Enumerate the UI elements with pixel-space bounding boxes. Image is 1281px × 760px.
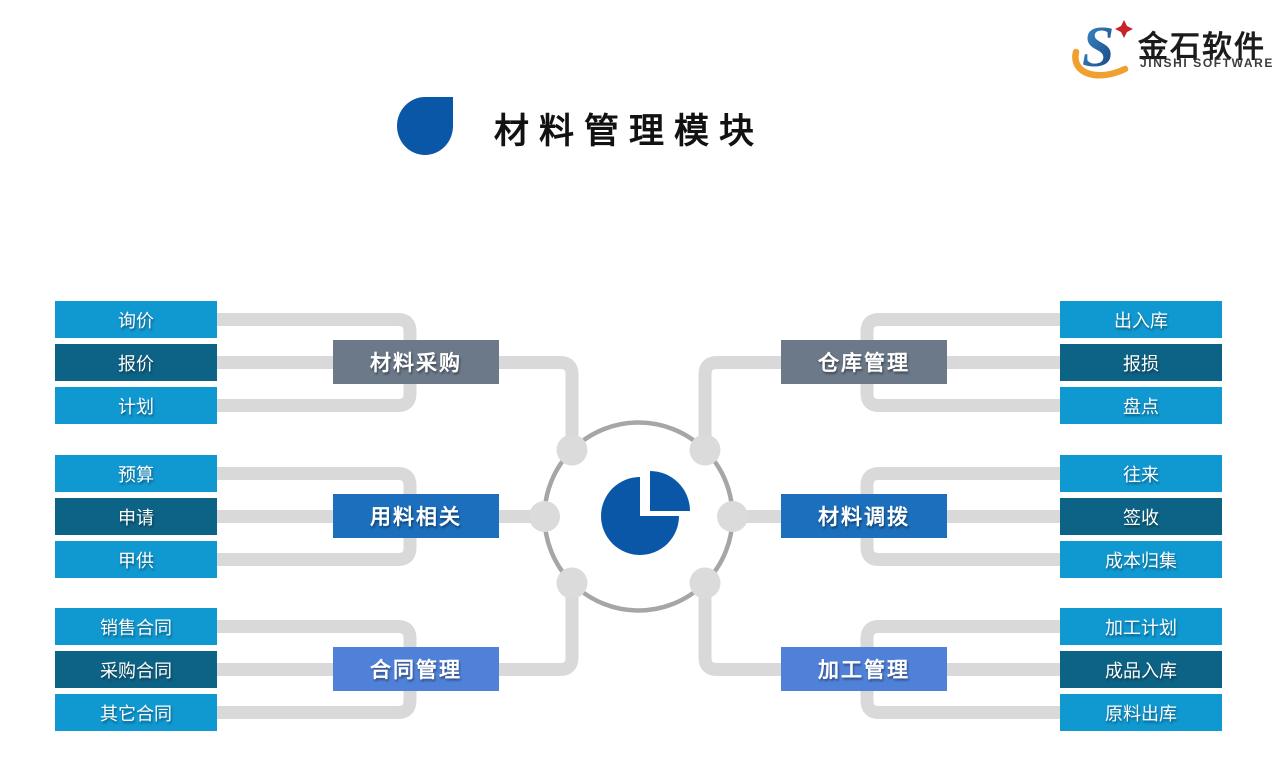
- logo-star-icon: [1115, 20, 1133, 38]
- item-inquiry: 询价: [55, 301, 217, 338]
- category-contract-management: 合同管理: [333, 647, 499, 691]
- item-budget: 预算: [55, 455, 217, 492]
- title-bullet-icon: [397, 97, 453, 155]
- item-damage-report: 报损: [1060, 344, 1222, 381]
- hub-node-dot: [689, 434, 721, 466]
- brand-name-cn: 金石软件: [1138, 31, 1266, 64]
- item-sign-receipt: 签收: [1060, 498, 1222, 535]
- brand-name-en: JINSHI SOFTWARE: [1140, 56, 1275, 70]
- category-material-procurement: 材料采购: [333, 340, 499, 384]
- item-inbound-outbound: 出入库: [1060, 301, 1222, 338]
- category-material-usage: 用料相关: [333, 494, 499, 538]
- item-owner-supplied: 甲供: [55, 541, 217, 578]
- hub-node-dot: [529, 501, 560, 532]
- jinshi-logo-icon: S: [1072, 14, 1133, 79]
- category-processing-management: 加工管理: [781, 647, 947, 691]
- hub-node-dot: [556, 567, 588, 599]
- hub-link: [498, 356, 579, 450]
- page-title: 材料管理模块: [494, 112, 765, 151]
- hub-link: [698, 583, 779, 676]
- item-stocktaking: 盘点: [1060, 387, 1222, 424]
- hub-link: [498, 583, 579, 676]
- hub-node-dot: [689, 567, 721, 599]
- brand-logo: S 金石软件 JINSHI SOFTWARE: [1072, 12, 1272, 84]
- item-purchase-contract: 采购合同: [55, 651, 217, 688]
- item-sales-contract: 销售合同: [55, 608, 217, 645]
- item-plan: 计划: [55, 387, 217, 424]
- logo-swoosh-icon: [1072, 48, 1129, 79]
- pie-chart-icon: [601, 471, 690, 555]
- category-material-allocation: 材料调拨: [781, 494, 947, 538]
- category-warehouse-management: 仓库管理: [781, 340, 947, 384]
- item-finished-goods-inbound: 成品入库: [1060, 651, 1222, 688]
- hub-node-dots: [529, 434, 748, 599]
- item-cost-collection: 成本归集: [1060, 541, 1222, 578]
- item-quotation: 报价: [55, 344, 217, 381]
- logo-s-glyph: S: [1082, 14, 1114, 79]
- hub-node-dot: [556, 434, 588, 466]
- hub-node-dot: [717, 501, 748, 532]
- item-application: 申请: [55, 498, 217, 535]
- hub-link: [698, 356, 779, 450]
- item-raw-material-outbound: 原料出库: [1060, 694, 1222, 731]
- item-transactions: 往来: [1060, 455, 1222, 492]
- item-other-contract: 其它合同: [55, 694, 217, 731]
- item-processing-plan: 加工计划: [1060, 608, 1222, 645]
